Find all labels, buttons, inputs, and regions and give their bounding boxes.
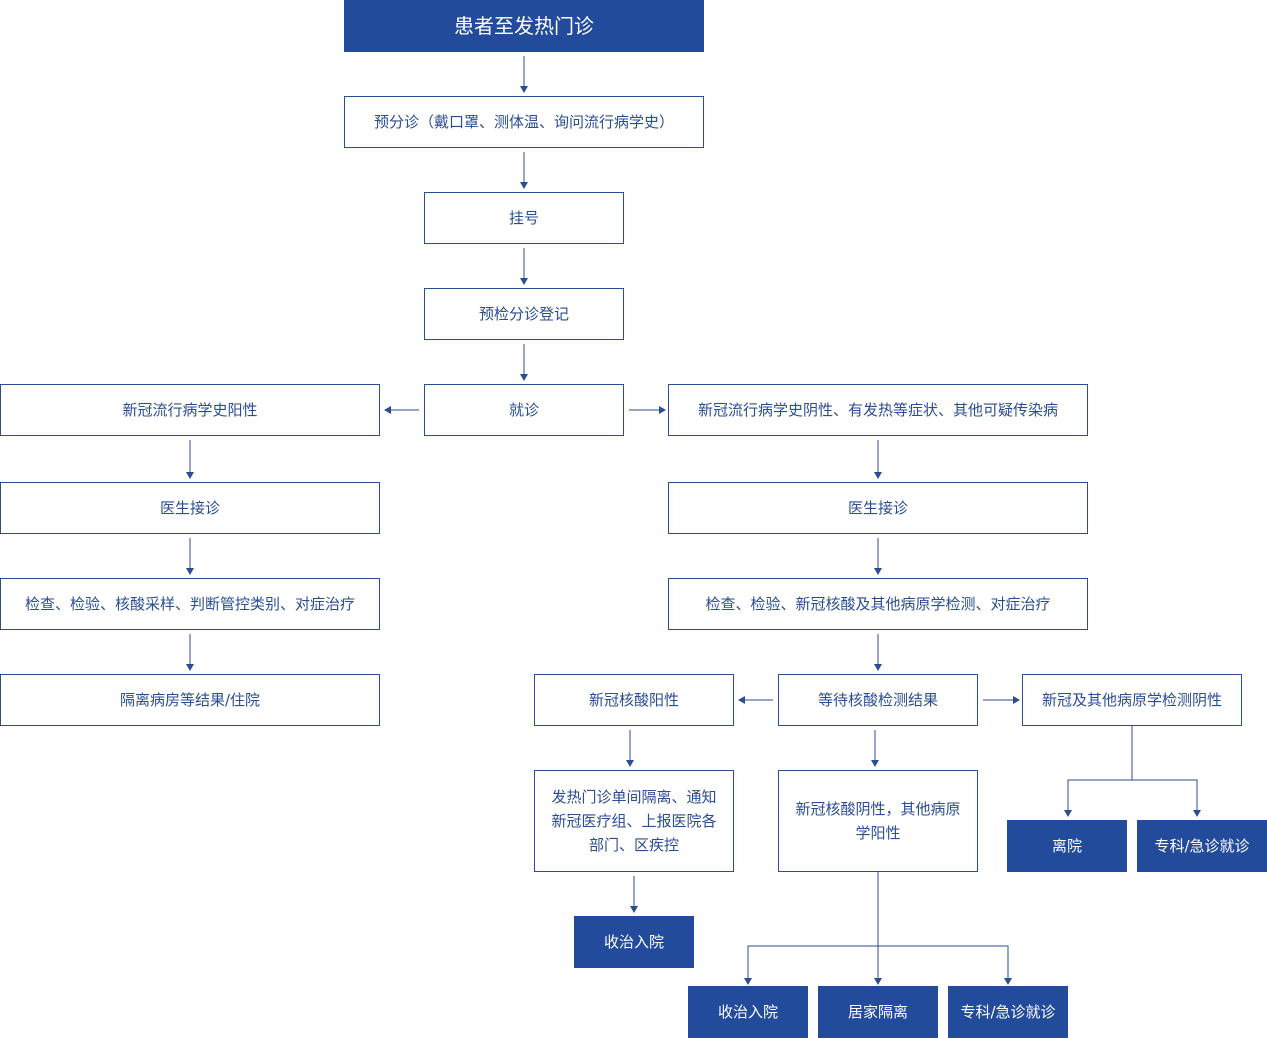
node-positive-action: 发热门诊单间隔离、通知新冠医疗组、上报医院各部门、区疾控: [534, 770, 734, 872]
node-discharge: 离院: [1007, 820, 1127, 872]
node-specialty-b: 专科/急诊就诊: [1137, 820, 1267, 872]
node-precheck: 预检分诊登记: [424, 288, 624, 340]
node-register: 挂号: [424, 192, 624, 244]
node-visit: 就诊: [424, 384, 624, 436]
node-left-positive-history: 新冠流行病学史阳性: [0, 384, 380, 436]
node-right-negative-history: 新冠流行病学史阴性、有发热等症状、其他可疑传染病: [668, 384, 1088, 436]
node-all-negative: 新冠及其他病原学检测阴性: [1022, 674, 1242, 726]
node-left-exam: 检查、检验、核酸采样、判断管控类别、对症治疗: [0, 578, 380, 630]
node-left-doctor: 医生接诊: [0, 482, 380, 534]
node-pretriage: 预分诊（戴口罩、测体温、询问流行病学史）: [344, 96, 704, 148]
node-positive-admit: 收治入院: [574, 916, 694, 968]
node-right-exam: 检查、检验、新冠核酸及其他病原学检测、对症治疗: [668, 578, 1088, 630]
node-outcome-admit: 收治入院: [688, 986, 808, 1038]
node-start: 患者至发热门诊: [344, 0, 704, 52]
node-nucleic-positive: 新冠核酸阳性: [534, 674, 734, 726]
node-specialty-a: 专科/急诊就诊: [948, 986, 1068, 1038]
node-right-doctor: 医生接诊: [668, 482, 1088, 534]
node-left-isolation: 隔离病房等结果/住院: [0, 674, 380, 726]
node-wait-result: 等待核酸检测结果: [778, 674, 978, 726]
node-negative-other-positive: 新冠核酸阴性，其他病原学阳性: [778, 770, 978, 872]
node-outcome-home: 居家隔离: [818, 986, 938, 1038]
